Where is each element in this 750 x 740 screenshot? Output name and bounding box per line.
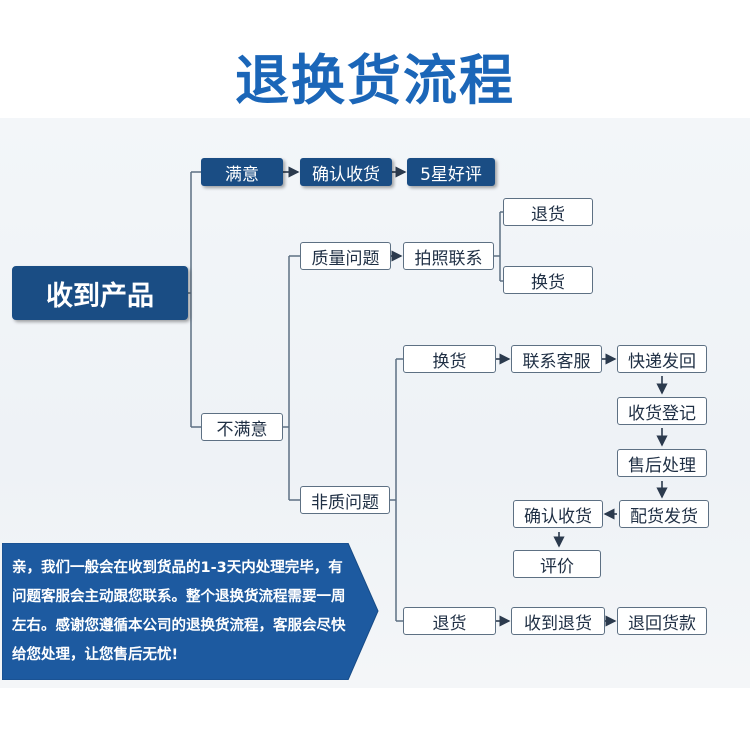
refund-payment-node: 退回货款 xyxy=(617,607,707,635)
express-return-node: 快递发回 xyxy=(617,345,707,373)
rate-node: 评价 xyxy=(513,550,601,578)
quality-issue-node: 质量问题 xyxy=(300,242,391,270)
page-title: 退换货流程 xyxy=(235,49,515,112)
quality-return-node: 退货 xyxy=(503,198,593,226)
exchange-confirm-node: 确认收货 xyxy=(513,500,603,528)
quality-exchange-node: 换货 xyxy=(503,266,593,294)
unsatisfied-node: 不满意 xyxy=(201,413,283,441)
ship-replacement-node: 配货发货 xyxy=(619,500,709,528)
contact-service-node: 联系客服 xyxy=(511,345,602,373)
receipt-register-node: 收货登记 xyxy=(617,397,707,425)
five-star-node: 5星好评 xyxy=(407,158,495,186)
refund-node: 退货 xyxy=(403,607,496,635)
photo-contact-node: 拍照联系 xyxy=(403,242,494,270)
non-quality-issue-node: 非质问题 xyxy=(300,486,390,514)
confirm-receipt-node: 确认收货 xyxy=(300,158,392,186)
satisfied-node: 满意 xyxy=(201,158,283,186)
root-node: 收到产品 xyxy=(12,266,188,320)
exchange-node: 换货 xyxy=(403,345,496,373)
refund-received-node: 收到退货 xyxy=(511,607,605,635)
notice-banner: 亲，我们一般会在收到货品的1-3天内处理完毕，有问题客服会主动跟您联系。整个退换… xyxy=(2,543,380,680)
after-sales-node: 售后处理 xyxy=(617,449,707,477)
notice-arrow-shape xyxy=(2,543,379,680)
notice-text: 亲，我们一般会在收到货品的1-3天内处理完毕，有问题客服会主动跟您联系。整个退换… xyxy=(12,560,346,663)
